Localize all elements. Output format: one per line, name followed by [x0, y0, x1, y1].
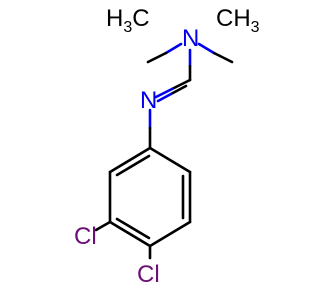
molecule-structure: H3C N CH3 N Cl Cl: [74, 5, 260, 288]
ring-inner-1-2: [115, 154, 151, 177]
ring-bond-4-5: [148, 220, 192, 248]
bond-layer: [94, 42, 234, 260]
bond-ch-n-double-b: [169, 84, 188, 96]
bond-ring-cl-meta: [94, 220, 112, 232]
methyl-right-subscript: 3: [251, 19, 260, 36]
methyl-left-c: C: [132, 5, 149, 32]
ring-bond-6-1: [148, 146, 192, 174]
bond-n-methyl-left-c: [146, 51, 168, 64]
imine-nitrogen-label: N: [140, 87, 157, 114]
ring-inner-3-4: [115, 217, 151, 240]
bond-ch-n-double-a-n: [154, 87, 174, 99]
methyl-left-h: H: [106, 5, 123, 32]
bond-ch-n-double-a: [170, 78, 192, 91]
ring-bond-1-2: [108, 146, 152, 174]
chloro-meta-label: Cl: [74, 223, 97, 250]
ring-bond-3-4: [108, 220, 152, 248]
atom-labels: H3C N CH3 N Cl Cl: [74, 5, 260, 288]
bond-n-methyl-right-c: [212, 51, 234, 64]
bond-n-methyl-left: [164, 42, 183, 55]
bond-n-methyl-right: [197, 42, 216, 55]
methyl-left-label: H3C: [106, 5, 150, 36]
chloro-para-label: Cl: [137, 261, 160, 288]
bond-ch-n-double-b-n: [156, 92, 173, 103]
methyl-right-label: CH3: [216, 5, 260, 36]
methyl-right-ch: CH: [216, 5, 251, 32]
amine-nitrogen-label: N: [182, 25, 199, 52]
methyl-left-subscript: 3: [123, 19, 132, 36]
